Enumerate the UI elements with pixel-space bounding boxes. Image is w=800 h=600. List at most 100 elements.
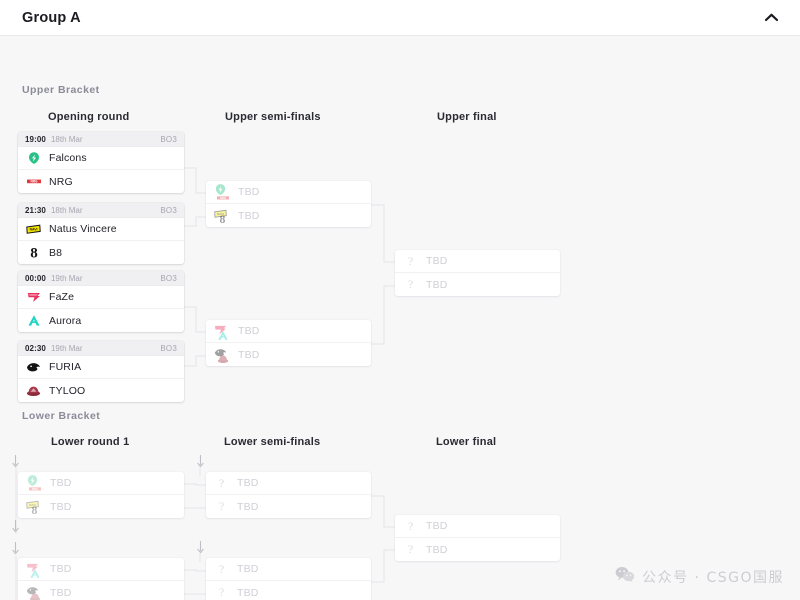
drop-down-arrow-icon (196, 455, 205, 468)
team-row[interactable]: 8 B8 (18, 241, 184, 264)
match-format: BO3 (160, 134, 177, 144)
team-row[interactable]: ? TBD (206, 495, 371, 518)
team-row[interactable]: NRG TBD (18, 472, 184, 495)
question-mark-icon: ? (218, 561, 225, 576)
match-card[interactable]: ? TBD ? TBD (395, 515, 560, 561)
match-header: 19:00 18th Mar BO3 (18, 132, 184, 147)
team-row[interactable]: Aurora (18, 309, 184, 332)
team-row[interactable]: NAVI 8 TBD (18, 495, 184, 518)
lower-bracket-label: Lower Bracket (22, 410, 101, 422)
falcons-logo (26, 151, 41, 166)
b8-logo: 8 (26, 245, 41, 260)
furia-logo (26, 360, 41, 375)
round-title-lower-final: Lower final (436, 436, 497, 448)
svg-text:NRG: NRG (32, 486, 38, 490)
team-name: TYLOO (49, 384, 86, 397)
team-row[interactable]: ? TBD (395, 538, 560, 561)
team-row[interactable]: FaZe (18, 286, 184, 309)
team-name: TBD (238, 325, 260, 337)
round-title-upper-semis: Upper semi-finals (225, 111, 321, 123)
team-row[interactable]: FURIA (18, 356, 184, 379)
bracket-body: Upper Bracket Opening round Upper semi-f… (0, 36, 800, 600)
page-title: Group A (22, 9, 81, 26)
match-header: 21:30 18th Mar BO3 (18, 203, 184, 218)
aurora-logo (26, 313, 41, 328)
svg-text:NAVI: NAVI (29, 503, 36, 507)
question-mark-icon: ? (218, 499, 225, 513)
match-card[interactable]: NRG TBD NAVI 8 TBD (18, 472, 184, 518)
team-name: TBD (426, 520, 448, 532)
team-row[interactable]: Falcons (18, 147, 184, 170)
question-mark-icon: ? (407, 542, 414, 556)
question-mark-icon: ? (407, 518, 414, 533)
faze-logo (26, 290, 41, 305)
team-name: TBD (426, 278, 448, 291)
match-card[interactable]: TBD TBD (206, 320, 371, 366)
team-name: Falcons (49, 152, 87, 164)
match-card[interactable]: 00:00 19th Mar BO3 FaZe Aurora (18, 271, 184, 332)
team-name: TBD (237, 563, 259, 575)
chevron-up-icon[interactable] (760, 7, 782, 29)
drop-down-arrow-icon (11, 520, 20, 533)
match-date: 19th Mar (50, 273, 83, 283)
drop-down-arrow-icon (11, 455, 20, 468)
team-row[interactable]: TBD (18, 558, 184, 581)
faze-aurora-stacked-logo (214, 323, 231, 340)
match-card[interactable]: 19:00 18th Mar BO3 Falcons NRG NRG (18, 132, 184, 193)
match-card[interactable]: 02:30 19th Mar BO3 FURIA TYLOO (18, 341, 184, 402)
furia-tyloo-stacked-logo (26, 584, 43, 600)
team-row[interactable]: NRG TBD (206, 181, 371, 204)
question-mark-icon: ? (218, 475, 225, 490)
team-name: FaZe (49, 291, 75, 303)
match-time: 19:00 (25, 134, 46, 144)
match-card[interactable]: ? TBD ? TBD (206, 472, 371, 518)
falcons-nrg-stacked-logo: NRG (26, 474, 43, 492)
team-name: TBD (237, 477, 259, 489)
team-name: FURIA (49, 361, 82, 373)
nrg-logo: NRG (26, 174, 41, 189)
team-row[interactable]: ? TBD (395, 515, 560, 538)
match-time: 02:30 (25, 343, 46, 353)
match-card[interactable]: 21:30 18th Mar BO3 NAVI Natus Vincere 8 … (18, 203, 184, 264)
team-name: TBD (426, 255, 448, 267)
svg-text:8: 8 (30, 246, 38, 260)
watermark-text: 公众号 · CSGO国服 (642, 570, 784, 586)
team-row[interactable]: TYLOO (18, 379, 184, 402)
match-card[interactable]: ? TBD ? TBD (395, 250, 560, 296)
round-title-lower-r1: Lower round 1 (51, 436, 130, 448)
match-card[interactable]: ? TBD ? TBD (206, 558, 371, 600)
question-mark-icon: ? (218, 585, 225, 599)
team-row[interactable]: NAVI 8 TBD (206, 204, 371, 227)
match-date: 18th Mar (50, 205, 83, 215)
team-row[interactable]: TBD (206, 320, 371, 343)
team-name: TBD (238, 186, 260, 198)
team-name: TBD (237, 586, 259, 599)
team-row[interactable]: NAVI Natus Vincere (18, 218, 184, 241)
match-header: 02:30 19th Mar BO3 (18, 341, 184, 356)
match-format: BO3 (160, 205, 177, 215)
team-name: NRG (49, 175, 73, 188)
furia-tyloo-stacked-logo (214, 346, 231, 363)
team-row[interactable]: TBD (18, 581, 184, 600)
team-row[interactable]: NRG NRG (18, 170, 184, 193)
match-format: BO3 (160, 273, 177, 283)
team-name: TBD (426, 543, 448, 556)
svg-text:NAVI: NAVI (217, 212, 224, 216)
team-row[interactable]: ? TBD (206, 472, 371, 495)
team-row[interactable]: ? TBD (395, 273, 560, 296)
svg-text:NRG: NRG (30, 180, 38, 184)
navi-b8-stacked-logo: NAVI 8 (214, 207, 231, 226)
match-card[interactable]: TBD TBD (18, 558, 184, 600)
match-header: 00:00 19th Mar BO3 (18, 271, 184, 286)
falcons-nrg-stacked-logo: NRG (214, 183, 231, 201)
match-card[interactable]: NRG TBD NAVI 8 TBD (206, 181, 371, 227)
match-format: BO3 (160, 343, 177, 353)
team-row[interactable]: ? TBD (395, 250, 560, 273)
upper-bracket-label: Upper Bracket (22, 84, 100, 96)
team-row[interactable]: TBD (206, 343, 371, 366)
team-row[interactable]: ? TBD (206, 558, 371, 581)
team-row[interactable]: ? TBD (206, 581, 371, 600)
team-name: TBD (50, 500, 72, 513)
team-name: TBD (238, 348, 260, 361)
svg-text:8: 8 (32, 504, 38, 516)
